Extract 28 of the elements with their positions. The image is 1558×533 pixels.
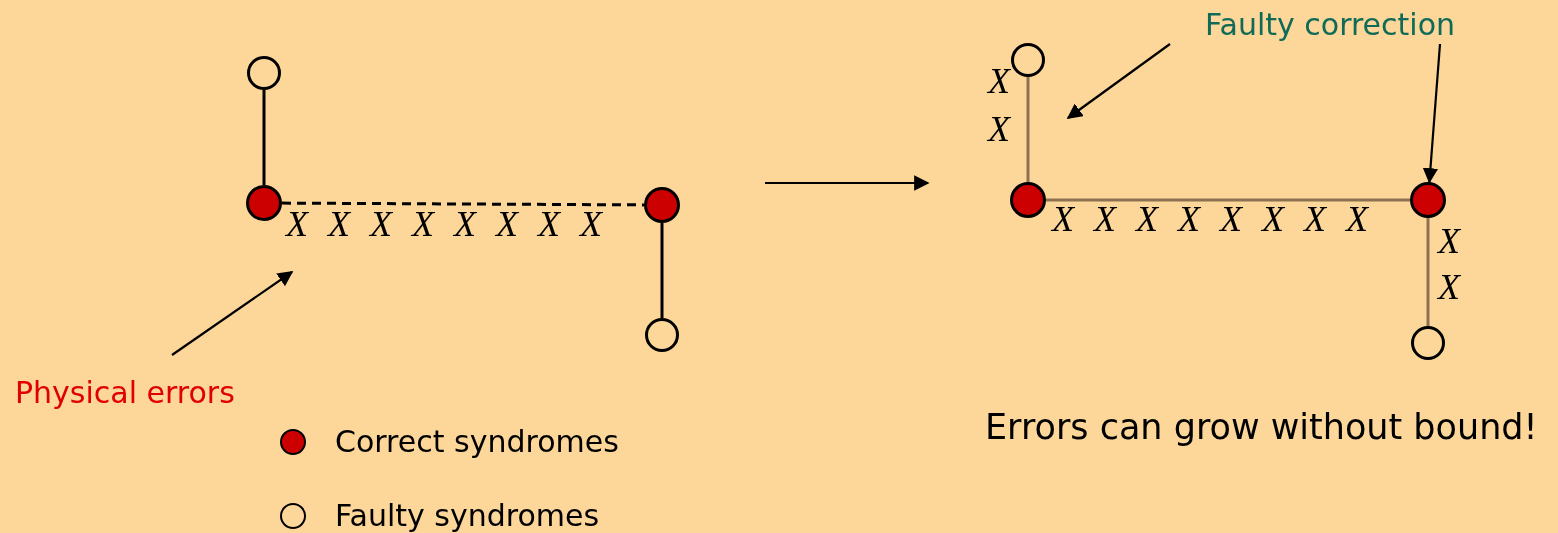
legend-text: Correct syndromes: [335, 425, 619, 459]
faulty-syndrome-circle: [645, 318, 679, 352]
connector-line: [1426, 218, 1430, 326]
connector-line: [262, 90, 266, 185]
faulty-syndrome-circle: [1411, 326, 1445, 360]
correct-syndrome-circle: [1410, 182, 1446, 218]
correct-syndrome-circle: [644, 187, 680, 223]
callout-text: Physical errors: [15, 376, 235, 410]
leader-arrow: [171, 271, 294, 356]
error-mark: X: [988, 62, 1010, 100]
connector-line: [1046, 198, 1410, 202]
caption-text: Errors can grow without bound!: [985, 408, 1538, 446]
connector-line: [1026, 77, 1030, 182]
error-mark: X: [1438, 268, 1460, 306]
faulty-syndrome-circle: [1011, 43, 1045, 77]
legend-text: Faulty syndromes: [335, 499, 600, 533]
error-marks: X X X X X X X X: [1052, 200, 1368, 238]
error-mark: X: [1438, 222, 1460, 260]
correct-syndrome-circle: [246, 185, 282, 221]
leader-arrow: [1422, 43, 1442, 184]
connector-line: [660, 223, 664, 318]
callout-text: Faulty correction: [1205, 8, 1456, 42]
connector-line: [282, 201, 644, 207]
correct-syndrome-circle: [1010, 182, 1046, 218]
error-marks: X X X X X X X X: [286, 205, 602, 243]
leader-arrow: [1066, 43, 1171, 119]
faulty-syndrome-circle: [247, 56, 281, 90]
error-mark: X: [988, 110, 1010, 148]
